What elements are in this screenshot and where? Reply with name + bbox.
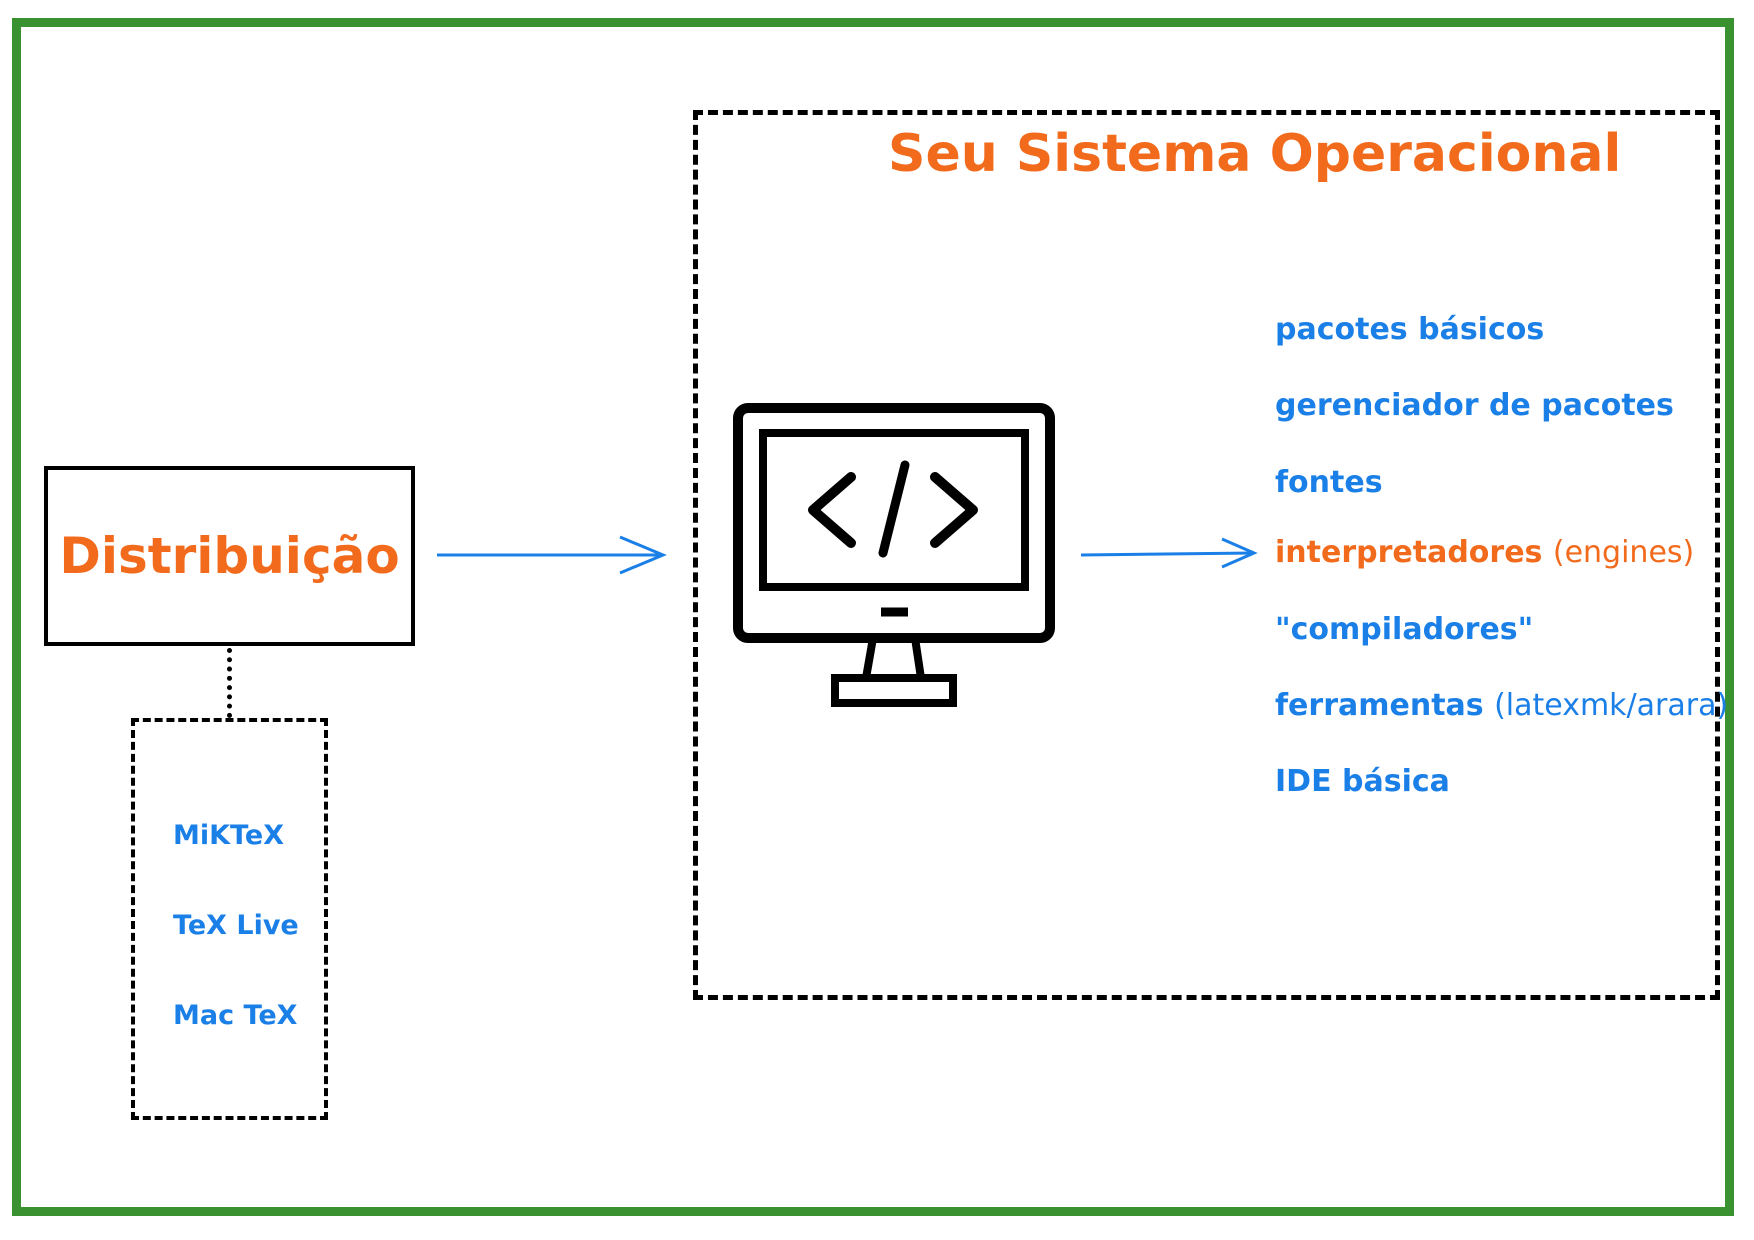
distribution-title: Distribuição — [59, 527, 400, 585]
feature-item: interpretadores (engines) — [1275, 535, 1694, 570]
distribution-item: MiKTeX — [173, 820, 285, 851]
distribution-list: MiKTeX TeX Live Mac TeX — [131, 718, 328, 1120]
outer-frame — [12, 18, 1734, 1216]
computer-code-icon — [733, 403, 1055, 707]
distribution-item: TeX Live — [173, 910, 299, 941]
feature-item: IDE básica — [1275, 764, 1450, 799]
feature-note: (engines) — [1552, 535, 1695, 570]
distribution-item: Mac TeX — [173, 1000, 298, 1031]
feature-label: IDE básica — [1275, 764, 1450, 799]
feature-item: fontes — [1275, 465, 1383, 500]
feature-label: interpretadores — [1275, 535, 1543, 570]
feature-label: ferramentas — [1275, 688, 1484, 723]
distribution-connector — [227, 648, 232, 718]
system-box — [693, 110, 1720, 1000]
distribution-box: Distribuição — [44, 466, 415, 646]
feature-label: gerenciador de pacotes — [1275, 388, 1674, 423]
feature-label: fontes — [1275, 465, 1383, 500]
feature-item: "compiladores" — [1275, 612, 1533, 647]
feature-item: ferramentas (latexmk/arara) — [1275, 688, 1728, 723]
feature-label: pacotes básicos — [1275, 312, 1545, 347]
feature-label: "compiladores" — [1275, 612, 1534, 647]
feature-note: (latexmk/arara) — [1494, 688, 1729, 723]
feature-item: pacotes básicos — [1275, 312, 1544, 347]
feature-item: gerenciador de pacotes — [1275, 388, 1674, 423]
system-title: Seu Sistema Operacional — [888, 124, 1622, 184]
